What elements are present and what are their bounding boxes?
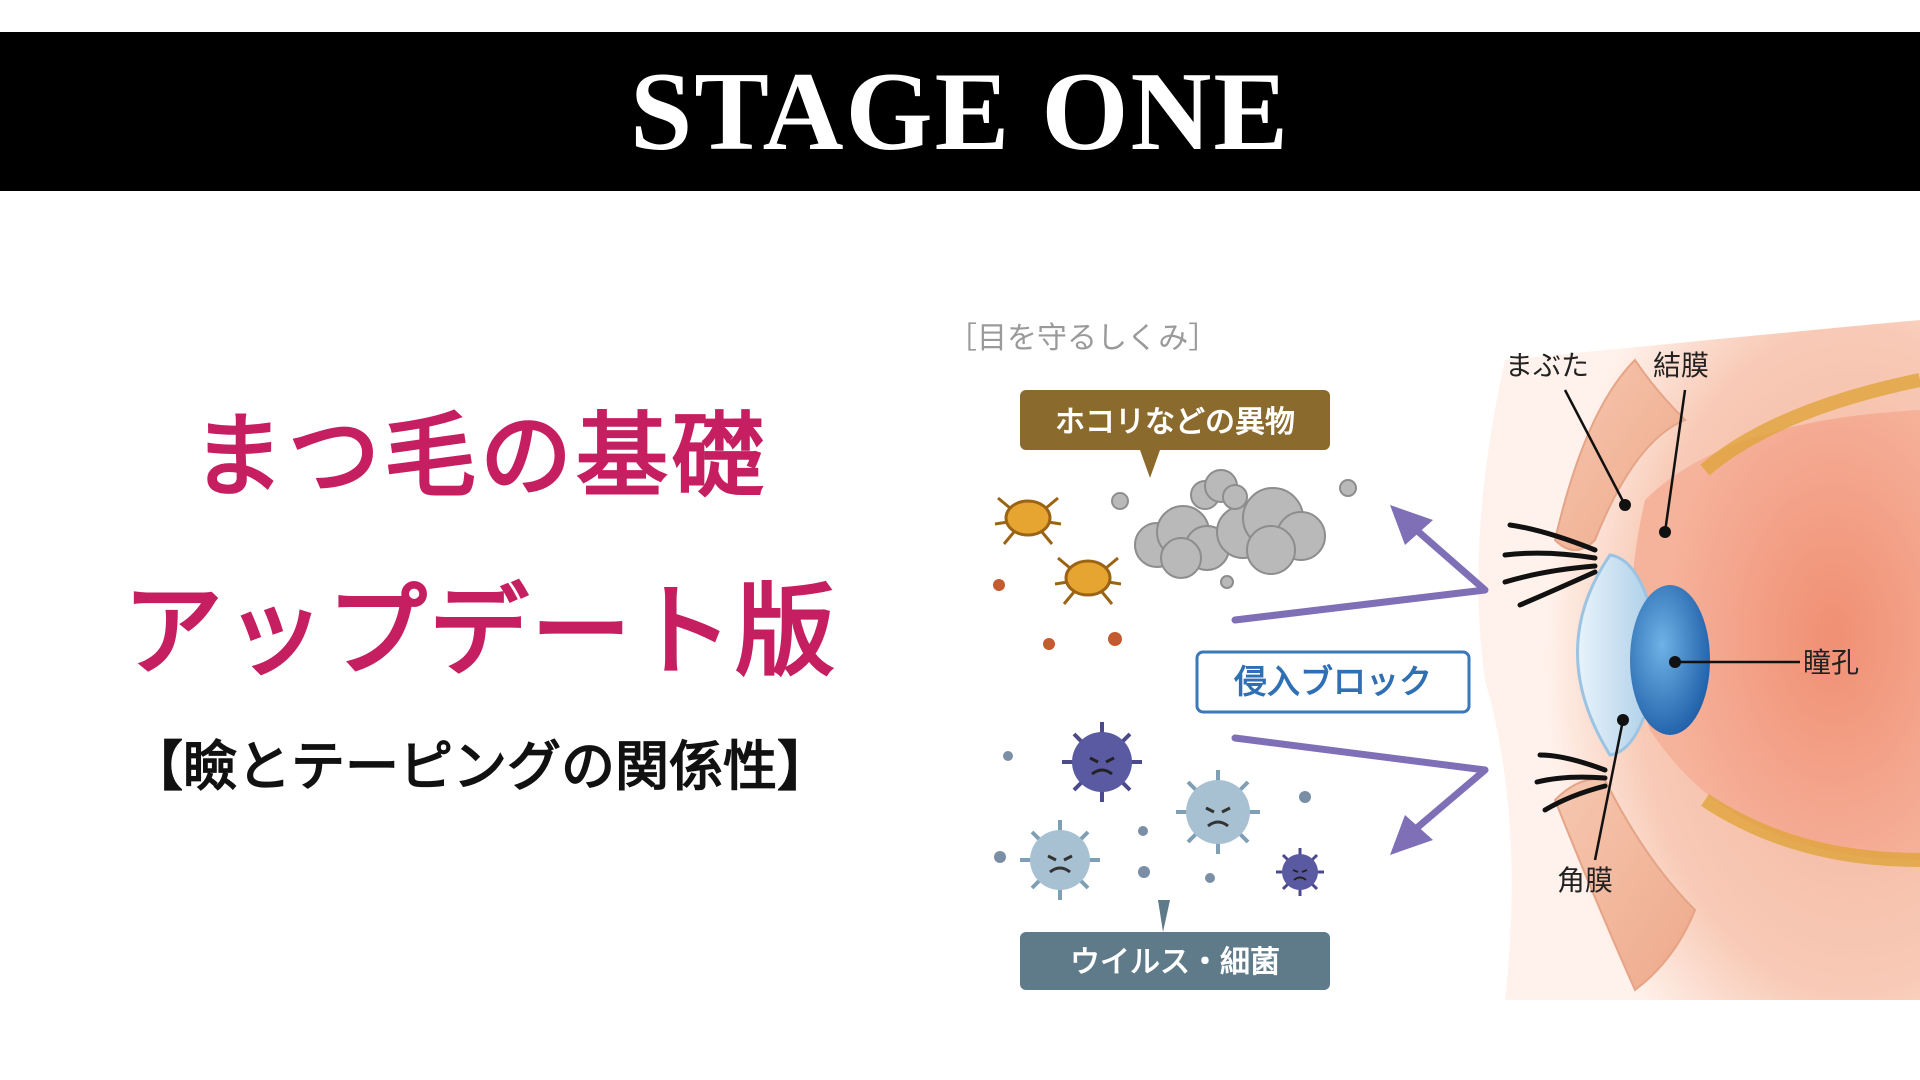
conjunctiva-label: 結膜: [1653, 349, 1709, 382]
main-title-line1: まつ毛の基礎: [191, 403, 768, 510]
eye-protection-diagram: ［目を守るしくみ］ まぶた 結膜 瞳孔 角膜: [947, 320, 1920, 1000]
virus-icon: [1020, 820, 1100, 900]
lower-block-arrow: [1231, 734, 1489, 842]
dust-tag: ホコリなどの異物: [1020, 390, 1330, 478]
blocked-arrows: [1231, 505, 1489, 855]
title-banner: STAGE ONE: [0, 32, 1920, 191]
eye-cross-section: [1478, 320, 1920, 1000]
virus-icon: [1276, 848, 1324, 896]
dust-cloud-2: [1216, 487, 1326, 575]
virus-icon: [1062, 722, 1142, 802]
diagram-heading: ［目を守るしくみ］: [947, 321, 1218, 356]
block-label-box: 侵入ブロック: [1195, 650, 1471, 714]
virus-icon: [1176, 770, 1260, 854]
lower-eyelashes: [1534, 752, 1608, 813]
dust-cloud-1: [1134, 505, 1230, 579]
mite-icon: [1054, 556, 1122, 605]
mites: [993, 496, 1122, 650]
virus-tag: ウイルス・細菌: [1020, 900, 1330, 990]
block-label: 侵入ブロック: [1233, 662, 1432, 701]
upper-block-arrow: [1231, 516, 1489, 624]
banner-title: STAGE ONE: [629, 49, 1291, 174]
subtitle: 【瞼とテーピングの関係性】: [129, 735, 831, 798]
label-leader-lines: [1563, 389, 1800, 861]
dust-tag-label: ホコリなどの異物: [1055, 405, 1295, 440]
dust-clouds: [1111, 469, 1357, 589]
upper-eyelashes: [1502, 522, 1598, 608]
viruses: [994, 722, 1324, 900]
main-title-line2: アップデート版: [123, 573, 837, 690]
eyelid-label: まぶた: [1505, 349, 1589, 382]
virus-tag-label: ウイルス・細菌: [1070, 945, 1280, 980]
pupil-label: 瞳孔: [1803, 646, 1859, 679]
mite-icon: [994, 496, 1062, 545]
cornea-label: 角膜: [1557, 864, 1613, 897]
dust-cloud-3: [1190, 469, 1248, 510]
leader-dots: [1617, 499, 1681, 726]
